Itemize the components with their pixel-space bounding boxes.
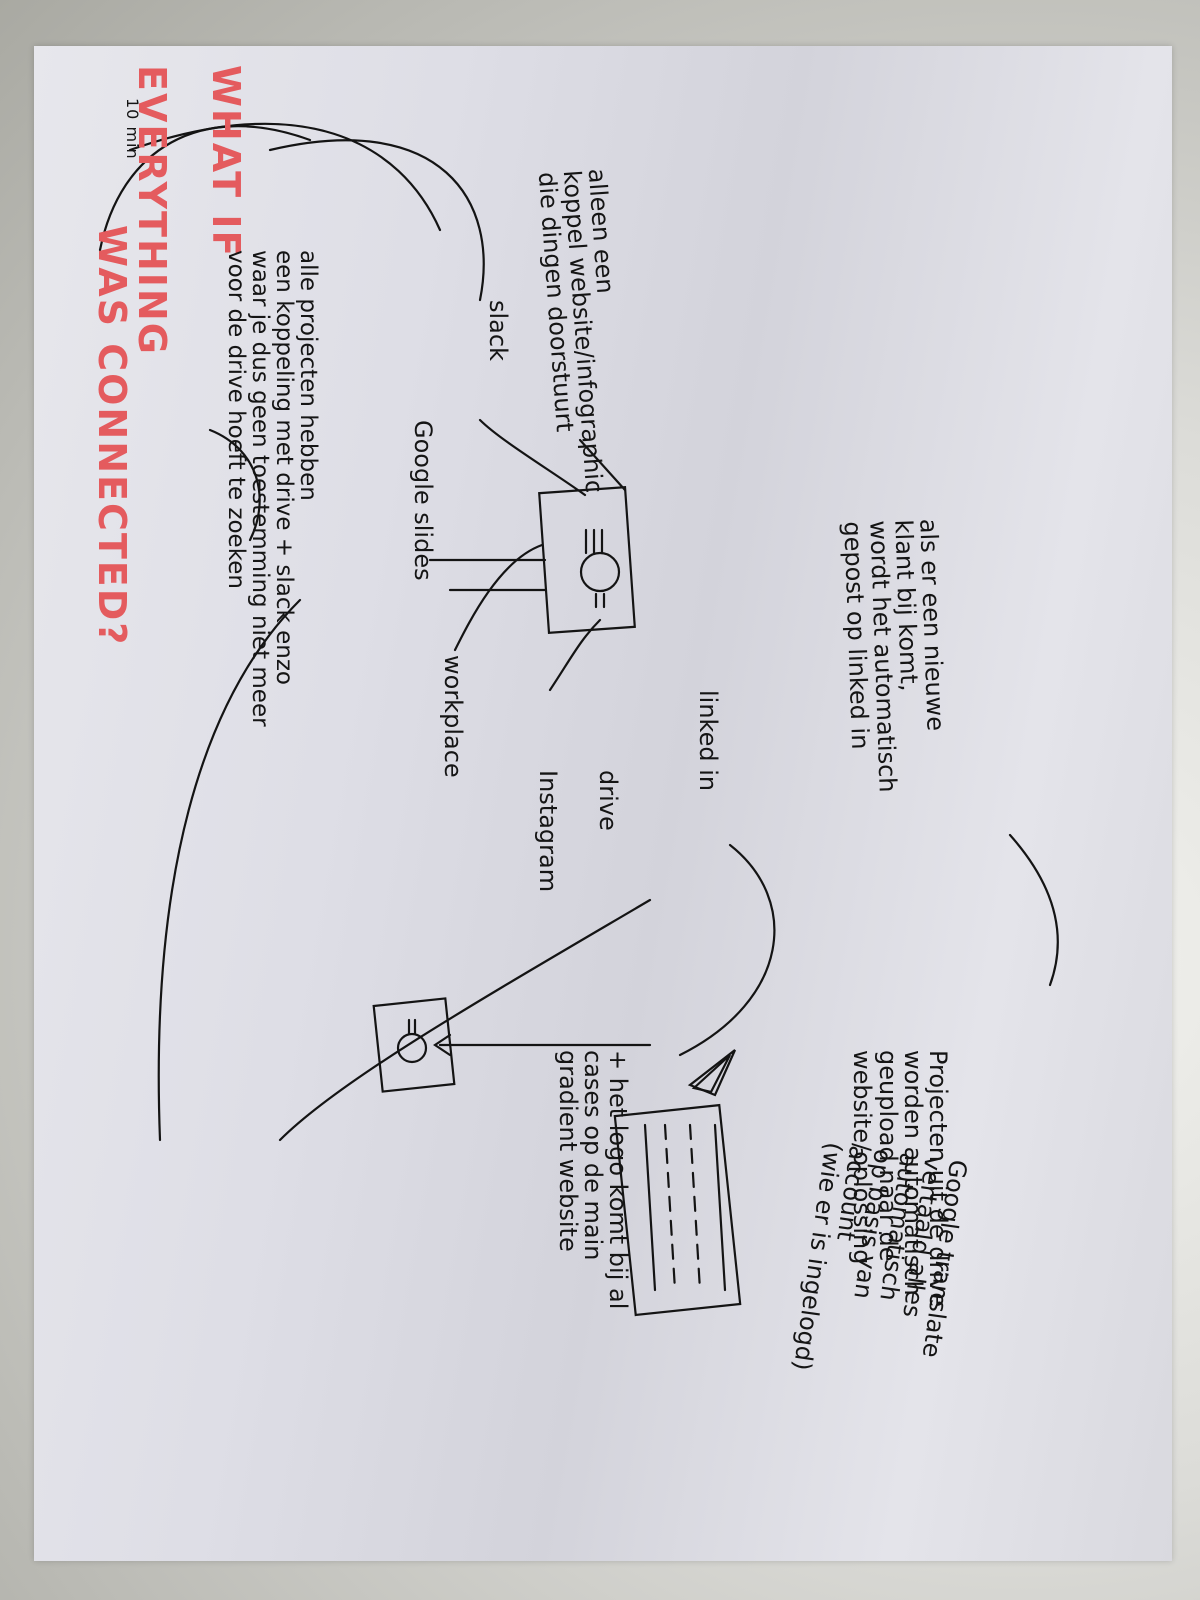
arc-line (98, 125, 312, 252)
spoke-workplace: workplace (439, 655, 467, 778)
website-sketch (613, 1103, 742, 1317)
central-box (538, 485, 636, 635)
central-logo-circle (579, 551, 621, 593)
spoke-google-slides: Google slides (409, 420, 437, 581)
idea-linkedin: als er een nieuwe klant bij komt, wordt … (838, 518, 950, 793)
arc-line (208, 428, 261, 542)
spoke-slack: slack (484, 300, 512, 361)
arc-line (678, 843, 776, 1057)
arc-line (268, 139, 485, 302)
page-title: WHAT IF EVERYTHING WAS CONNECTED? (90, 65, 248, 1065)
whiteboard-paper (34, 46, 1172, 1561)
idea-drive-slack: alle projecten hebben een koppeling met … (222, 250, 321, 727)
idea-google-translate: Google translate vertaald alles automati… (787, 1140, 973, 1373)
title-line2-prefix: EVERYTHING (130, 65, 175, 356)
title-line2: EVERYTHING WAS CONNECTED? (90, 65, 211, 1065)
arc-line (278, 898, 652, 1142)
title-line2-suffix: WAS CONNECTED? (90, 225, 135, 647)
spoke-drive: drive (594, 770, 622, 831)
spoke-instagram: Instagram (534, 770, 562, 893)
idea-logo-cases: + het logo komt bij al cases op de main … (553, 1050, 632, 1310)
arc-line (1008, 833, 1059, 987)
spoke-linkedin: linked in (694, 690, 722, 792)
